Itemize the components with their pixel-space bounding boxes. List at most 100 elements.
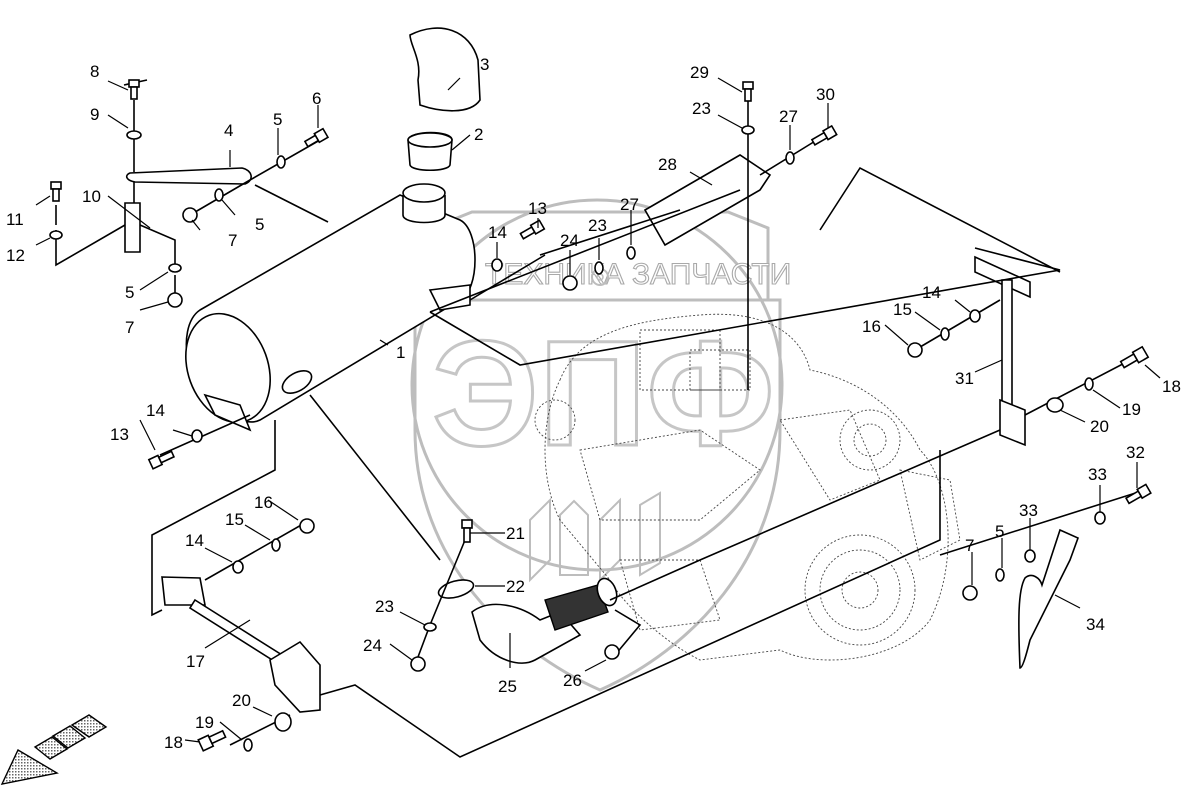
callout-24[interactable]: 24 <box>363 636 382 655</box>
callout-10[interactable]: 10 <box>82 187 101 206</box>
callout-24[interactable]: 24 <box>560 231 579 250</box>
callout-33[interactable]: 33 <box>1019 501 1038 520</box>
washer-5d <box>995 568 1005 582</box>
callout-15[interactable]: 15 <box>225 510 244 529</box>
bolt-6 <box>303 127 330 148</box>
nut-7a <box>182 207 198 223</box>
callout-18[interactable]: 18 <box>164 733 183 752</box>
callout-34[interactable]: 34 <box>1086 615 1105 634</box>
callout-23[interactable]: 23 <box>588 216 607 235</box>
bracket-34 <box>1018 528 1080 669</box>
callout-16[interactable]: 16 <box>862 317 881 336</box>
washer-23a <box>594 261 604 275</box>
callouts: 1 2 3 4 5 5 5 5 6 7 7 7 8 9 10 11 12 13 … <box>6 55 1181 752</box>
spacer-20b <box>274 712 292 732</box>
callout-15[interactable]: 15 <box>893 300 912 319</box>
callout-16[interactable]: 16 <box>254 493 273 512</box>
washer-19b <box>243 738 253 752</box>
callout-20[interactable]: 20 <box>1090 417 1109 436</box>
washer-5c <box>168 263 182 273</box>
callout-4[interactable]: 4 <box>224 121 233 140</box>
callout-2[interactable]: 2 <box>474 125 483 144</box>
bolt-32 <box>1124 483 1152 505</box>
bolt-11 <box>50 181 62 202</box>
callout-1[interactable]: 1 <box>396 343 405 362</box>
nut-7b <box>167 292 183 308</box>
callout-9[interactable]: 9 <box>90 105 99 124</box>
bolt-30 <box>810 124 838 146</box>
leader-lines <box>55 79 1146 758</box>
callout-18[interactable]: 18 <box>1162 377 1181 396</box>
elbow-pipe <box>409 27 481 112</box>
washer-14a <box>491 258 503 272</box>
nut-24b <box>410 656 426 672</box>
plate-10 <box>124 202 141 253</box>
washer-15b <box>271 538 281 552</box>
nut-16b <box>299 518 315 534</box>
callout-29[interactable]: 29 <box>690 63 709 82</box>
callout-14[interactable]: 14 <box>146 401 165 420</box>
clamp-22 <box>437 579 475 599</box>
callout-5[interactable]: 5 <box>995 522 1004 541</box>
washer-5a <box>276 155 286 169</box>
callout-27[interactable]: 27 <box>620 195 639 214</box>
washer-14c <box>969 309 981 323</box>
spacer-20a <box>1046 397 1064 413</box>
callout-27[interactable]: 27 <box>779 107 798 126</box>
washer-23b <box>741 125 755 135</box>
callout-26[interactable]: 26 <box>563 671 582 690</box>
callout-30[interactable]: 30 <box>816 85 835 104</box>
callout-31[interactable]: 31 <box>955 369 974 388</box>
nut-7c <box>962 585 978 601</box>
callout-17[interactable]: 17 <box>186 652 205 671</box>
washer-14b <box>191 429 203 443</box>
callout-7[interactable]: 7 <box>125 318 134 337</box>
callout-14[interactable]: 14 <box>488 223 507 242</box>
washer-12 <box>49 230 63 240</box>
cap-screw-18-right <box>1119 345 1150 369</box>
callout-22[interactable]: 22 <box>506 577 525 596</box>
washer-27b <box>785 151 795 165</box>
callout-3[interactable]: 3 <box>480 55 489 74</box>
callout-14[interactable]: 14 <box>185 531 204 550</box>
callout-14[interactable]: 14 <box>922 283 941 302</box>
callout-19[interactable]: 19 <box>1122 400 1141 419</box>
callout-5[interactable]: 5 <box>255 215 264 234</box>
callout-5[interactable]: 5 <box>125 283 134 302</box>
callout-33[interactable]: 33 <box>1088 465 1107 484</box>
callout-32[interactable]: 32 <box>1126 443 1145 462</box>
callout-7[interactable]: 7 <box>228 231 237 250</box>
callout-12[interactable]: 12 <box>6 246 25 265</box>
callout-23[interactable]: 23 <box>375 597 394 616</box>
washer-33a <box>1024 549 1036 563</box>
nut-24a <box>562 275 578 291</box>
washer-14d <box>232 560 244 574</box>
callout-13[interactable]: 13 <box>528 199 547 218</box>
bolt-29 <box>742 81 754 102</box>
callout-11[interactable]: 11 <box>6 210 24 229</box>
exhaust-pipe <box>471 577 618 664</box>
engine-outline <box>534 313 961 661</box>
callout-20[interactable]: 20 <box>232 691 251 710</box>
callout-13[interactable]: 13 <box>110 425 129 444</box>
nut-16a <box>907 342 923 358</box>
support-post <box>974 255 1031 447</box>
callout-25[interactable]: 25 <box>498 677 517 696</box>
washer-19a <box>1084 377 1094 391</box>
nut-26 <box>604 644 620 660</box>
callout-5[interactable]: 5 <box>273 110 282 129</box>
fasteners <box>49 79 1152 752</box>
callout-8[interactable]: 8 <box>90 62 99 81</box>
callout-7[interactable]: 7 <box>965 536 974 555</box>
callout-28[interactable]: 28 <box>658 155 677 174</box>
support-bracket <box>161 576 321 713</box>
washer-23c <box>423 622 437 632</box>
callout-23[interactable]: 23 <box>692 99 711 118</box>
callout-21[interactable]: 21 <box>506 524 525 543</box>
callout-19[interactable]: 19 <box>195 713 214 732</box>
front-direction-arrow <box>0 714 108 785</box>
callout-6[interactable]: 6 <box>312 89 321 108</box>
bolt-21 <box>461 519 473 543</box>
washer-33b <box>1094 511 1106 525</box>
